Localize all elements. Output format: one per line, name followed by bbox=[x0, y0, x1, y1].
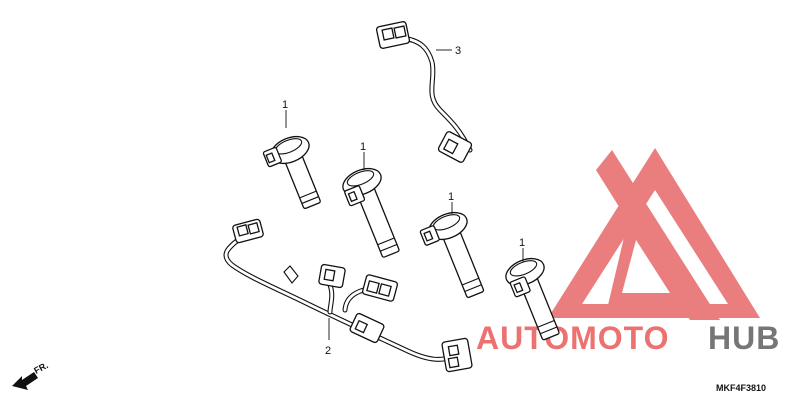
watermark-text-left: AUTOMOTO bbox=[476, 320, 669, 356]
part-code: MKF4F3810 bbox=[716, 383, 766, 393]
ignition-coil-b bbox=[342, 167, 400, 258]
lead-wire-part bbox=[375, 21, 473, 163]
ignition-coil-a bbox=[262, 135, 321, 210]
watermark-text: AUTOMOTO HUB bbox=[476, 320, 780, 356]
callout-coil-c: 1 bbox=[448, 191, 454, 214]
ignition-coil-c bbox=[419, 211, 485, 299]
callout-coil-b: 1 bbox=[360, 141, 366, 170]
callout-number: 1 bbox=[282, 99, 288, 111]
sub-harness-part bbox=[223, 218, 473, 373]
ignition-coil-d bbox=[505, 257, 560, 341]
direction-label: FR. bbox=[32, 360, 49, 376]
callout-number: 3 bbox=[455, 45, 461, 57]
arrow-icon bbox=[12, 372, 38, 390]
callout-coil-d: 1 bbox=[519, 237, 525, 262]
callout-number: 2 bbox=[325, 345, 331, 357]
callout-number: 1 bbox=[519, 237, 525, 249]
direction-arrow: FR. bbox=[12, 360, 50, 390]
callout-harness: 2 bbox=[325, 318, 331, 357]
callout-number: 1 bbox=[448, 191, 454, 203]
watermark-text-right: HUB bbox=[708, 320, 780, 356]
callout-lead-wire: 3 bbox=[436, 45, 461, 57]
watermark-logo-icon bbox=[548, 148, 760, 320]
callout-coil-a: 1 bbox=[282, 99, 288, 128]
callout-number: 1 bbox=[360, 141, 366, 153]
